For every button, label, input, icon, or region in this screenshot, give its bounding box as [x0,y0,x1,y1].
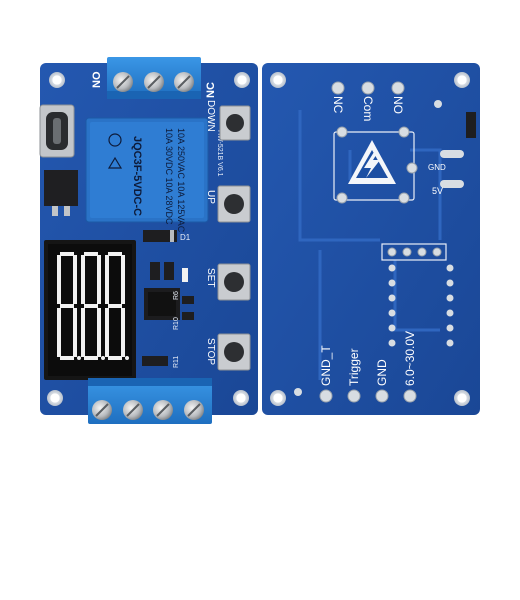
back-label-gnd: GND [375,359,389,386]
header-outline [381,243,447,261]
solder-pad [331,81,345,95]
warning-icon [107,156,123,169]
relay-model: JQC3F-5VDC-C [131,136,143,216]
solder-pad [398,192,410,204]
relay: 10A 250VAC 10A 125VAC 10A 30VDC 10A 28VD… [85,117,209,233]
display-pad [446,339,454,347]
back-label-gnd-t: GND_T [319,345,333,386]
pcb-traces [298,110,442,380]
digit [81,252,105,360]
seven-segment-display [44,240,136,380]
led [182,268,188,282]
board-model-label: HW-521B V6.1 [216,130,223,177]
button-up[interactable] [217,185,251,223]
display-pad [388,339,396,347]
display-pad [388,309,396,317]
resistor [182,312,194,320]
back-board: NC Com NO GND 5V GND_T Trigger [262,63,480,415]
resistor [164,262,174,280]
back-label-com: Com [361,96,375,121]
resistor [150,262,160,280]
display-pads [388,264,454,347]
button-label-set: SET [205,268,216,287]
relay-rating-2: 10A 30VDC 10A 28VDC [164,128,174,225]
button-label-up: UP [205,190,216,204]
resistor [182,296,194,304]
display-pad [388,324,396,332]
r-label: R6 [173,291,180,300]
relay-rating-1: 10A 250VAC 10A 125VAC [176,128,186,233]
solder-pad [398,126,410,138]
display-pad [446,294,454,302]
display-pad [446,264,454,272]
header-pads [387,247,442,257]
solder-pad [336,126,348,138]
display-pad [446,309,454,317]
button-set[interactable] [217,263,251,301]
front-board: NO NC 10A 250VAC 10A 125VAC 10A 30VDC 10… [39,57,258,424]
button-stop[interactable] [217,333,251,371]
solder-pad [440,180,464,188]
header-pad [402,247,412,257]
solder-pad [319,389,333,403]
high-voltage-warning-icon [348,140,396,184]
solder-pad [440,150,464,158]
cqc-logo-icon [108,133,122,147]
mounting-hole [270,72,286,88]
terminal-label-no: NO [91,71,103,88]
mounting-hole [233,390,249,406]
button-label-stop: STOP [205,338,216,365]
mounting-hole [454,390,470,406]
button-label-down: DOWN [205,100,216,132]
solder-pad [375,389,389,403]
side-component [466,112,476,138]
back-label-no: NO [391,96,405,114]
solder-pad [347,389,361,403]
solder-pad [403,389,417,403]
top-terminal-block [107,57,201,99]
display-pad [446,279,454,287]
voltage-regulator [44,170,78,216]
back-label-voltage: 6.0~30.0V [403,331,417,386]
via [434,100,442,108]
resistor [142,356,168,366]
mounting-hole [47,390,63,406]
digit [57,252,81,360]
via [294,388,302,396]
mounting-hole [270,390,286,406]
display-pad [388,294,396,302]
diode [143,230,177,242]
display-pad [388,279,396,287]
r-label: R10 [173,317,180,330]
solder-pad [361,81,375,95]
mounting-hole [49,72,65,88]
five-v-label: 5V [432,186,443,196]
mounting-hole [454,72,470,88]
display-pad [446,324,454,332]
header-pad [387,247,397,257]
button-down[interactable] [219,105,251,141]
usb-c-port [39,104,75,158]
header-pad [417,247,427,257]
terminal-label-nc: NC [205,82,217,98]
back-label-nc: NC [331,96,345,114]
back-label-trigger: Trigger [347,348,361,386]
display-pad [388,264,396,272]
digit [105,252,129,360]
mounting-hole [234,72,250,88]
solder-pad [391,81,405,95]
r-label: R11 [173,356,180,368]
solder-pad [336,192,348,204]
diode-label: D1 [180,233,191,242]
bottom-terminal-block [88,378,212,424]
solder-pad [406,162,418,174]
header-pad [432,247,442,257]
display-digits [57,252,129,360]
gnd-side-label: GND [428,163,446,172]
